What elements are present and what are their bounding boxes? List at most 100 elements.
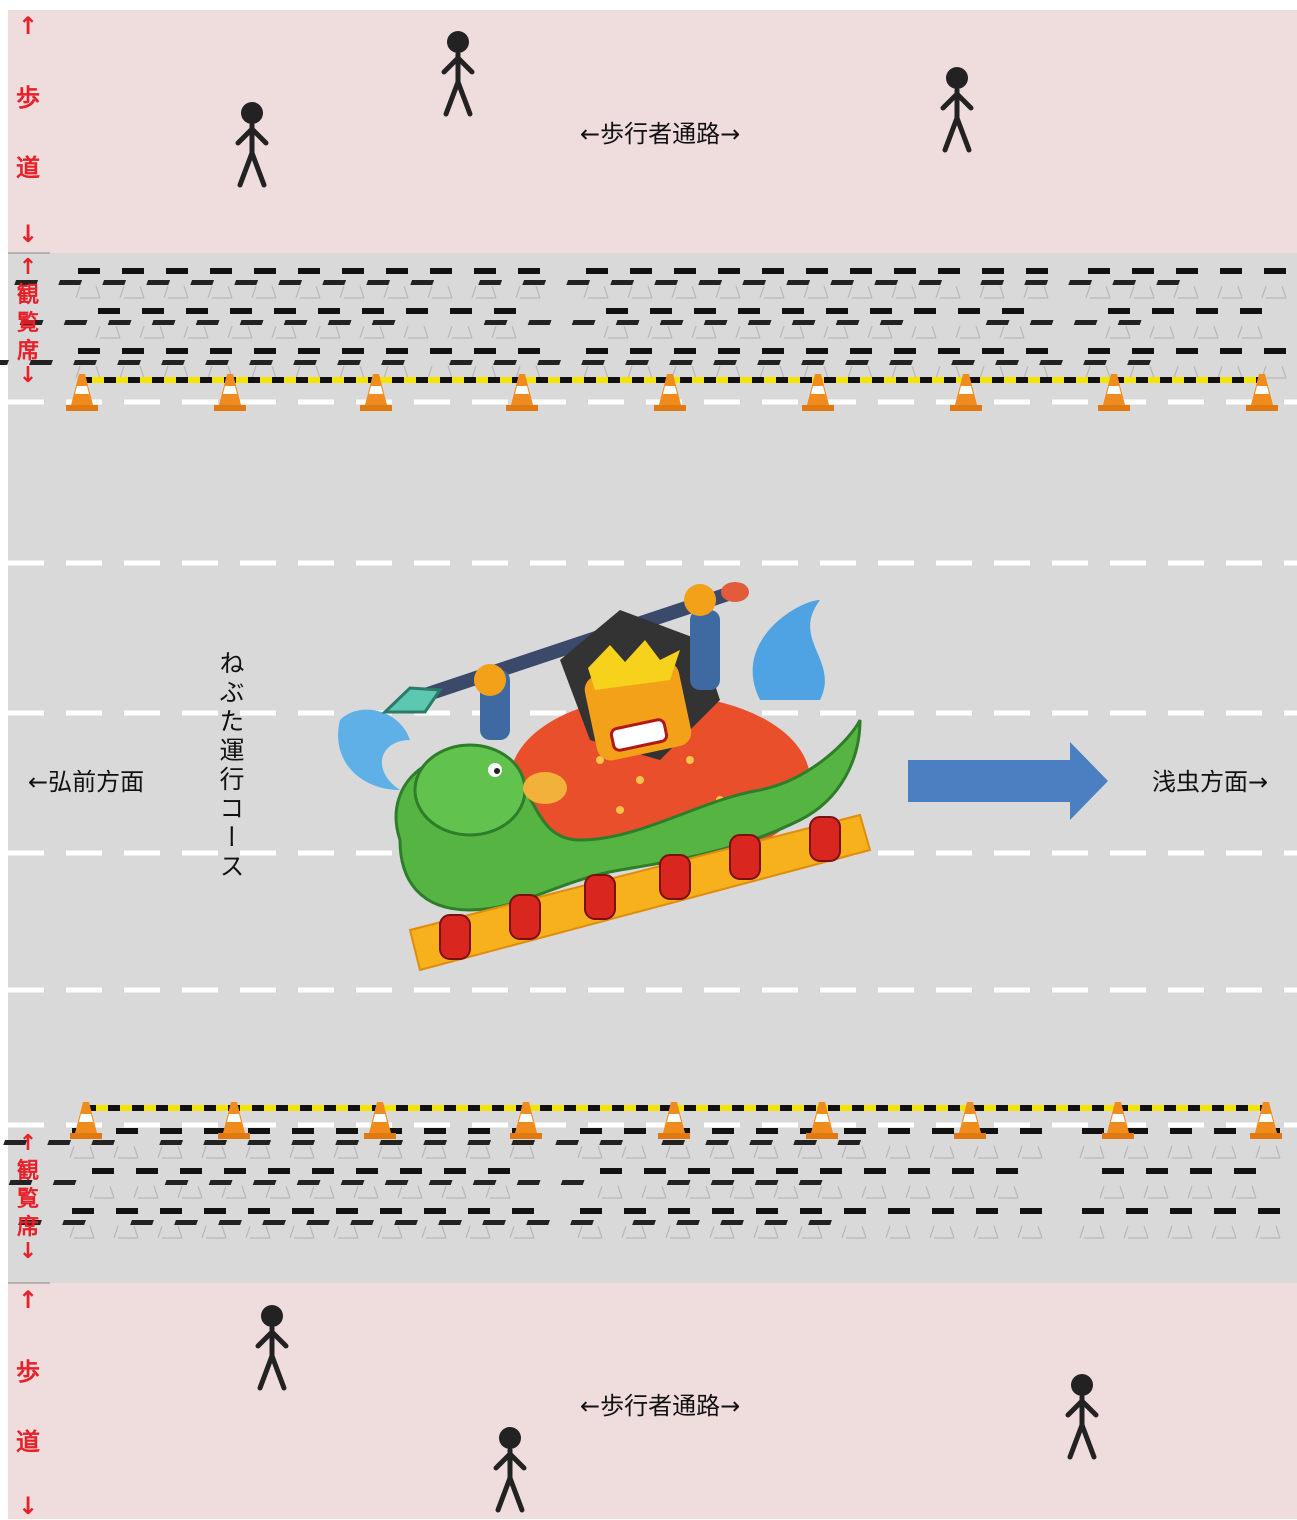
traffic-cone-icon: [70, 1102, 102, 1139]
folding-chair-icon: [283, 308, 429, 339]
folding-chair-icon: [1112, 268, 1243, 299]
folding-chair-icon: [980, 268, 1111, 299]
pedestrian-icon: [255, 1305, 289, 1391]
folding-chair-icon: [1068, 268, 1199, 299]
seating-char-2: 覧: [16, 1187, 39, 1212]
folding-chair-icon: [164, 1168, 623, 1199]
folding-chair-icon: [205, 348, 365, 379]
folding-chair-icon: [340, 1168, 799, 1199]
arrow-down-icon: ↓: [17, 1492, 39, 1520]
folding-chair-icon: [262, 1208, 735, 1239]
sidewalk-char-2: 道: [16, 154, 40, 182]
folding-chair-icon: [14, 268, 145, 299]
folding-chair-icon: [333, 1128, 359, 1159]
folding-chair-icon: [195, 308, 341, 339]
folding-chair-icon: [570, 1208, 1043, 1239]
folding-chair-icon: [749, 1128, 1193, 1159]
arrow-up-icon: ↑: [17, 1286, 39, 1314]
folding-chair-icon: [654, 268, 785, 299]
folding-chair-icon: [63, 308, 209, 339]
folding-chair-icon: [113, 1208, 139, 1239]
arrow-up-icon: ↑: [18, 1131, 38, 1156]
folding-chair-icon: [511, 1128, 955, 1159]
folding-chair-icon: [410, 268, 541, 299]
traffic-cone-icon: [658, 1102, 690, 1139]
folding-chair-icon: [379, 1128, 823, 1159]
folding-chair-icon: [918, 268, 1049, 299]
folding-chair-icon: [394, 1208, 867, 1239]
folding-chair-icon: [371, 308, 517, 339]
traffic-cone-icon: [950, 374, 982, 411]
folding-chair-icon: [265, 1168, 291, 1199]
folding-chair-icon: [151, 308, 297, 339]
folding-chair-icon: [661, 1128, 1105, 1159]
folding-chair-icon: [791, 308, 937, 339]
traffic-cone-icon: [66, 374, 98, 411]
folding-chair-icon: [610, 268, 741, 299]
folding-chair-icon: [428, 1168, 887, 1199]
folding-chair-icon: [879, 308, 1025, 339]
folding-chair-icon: [566, 268, 697, 299]
traffic-cone-icon: [802, 374, 834, 411]
pedestrians: [235, 31, 1099, 1513]
folding-chair-icon: [555, 1128, 999, 1159]
folding-chair-icon: [747, 308, 893, 339]
folding-chair-icon: [366, 268, 497, 299]
folding-chair-icon: [482, 1208, 955, 1239]
folding-chair-icon: [710, 1168, 1169, 1199]
top-seating-area: [0, 268, 1287, 379]
right-arrow-icon: [908, 742, 1108, 820]
folding-chair-icon: [159, 1128, 603, 1159]
folding-chair-icon: [203, 1128, 647, 1159]
traffic-cone-icon: [218, 1102, 250, 1139]
folding-chair-icon: [742, 268, 873, 299]
seating-char-3: 席: [16, 1215, 39, 1240]
folding-chair-icon: [190, 268, 321, 299]
top-sidewalk: [8, 10, 1297, 253]
folding-chair-icon: [793, 1128, 1237, 1159]
folding-chair-icon: [239, 308, 385, 339]
folding-chair-icon: [69, 1208, 95, 1239]
folding-chair-icon: [698, 268, 829, 299]
folding-chair-icon: [157, 1208, 183, 1239]
folding-chair-icon: [8, 1168, 467, 1199]
folding-chair-icon: [245, 1128, 271, 1159]
folding-chair-icon: [669, 348, 829, 379]
bottom-walkway-label: ←歩行者通路→: [580, 1392, 741, 1420]
folding-chair-icon: [560, 1168, 1019, 1199]
folding-chair-icon: [526, 1208, 999, 1239]
folding-chair-icon: [830, 268, 961, 299]
course-vertical-label: ねぶた運行コース: [216, 650, 245, 882]
folding-chair-icon: [335, 1128, 779, 1159]
top-seating-label: ↑ 観 覧 席 ↓: [8, 257, 48, 387]
folding-chair-icon: [421, 1208, 447, 1239]
west-direction-label: ←弘前方面: [28, 768, 145, 796]
folding-chair-icon: [130, 1208, 603, 1239]
folding-chair-icon: [47, 1128, 491, 1159]
folding-chair-icon: [29, 348, 189, 379]
pedestrian-icon: [441, 31, 475, 117]
folding-chair-icon: [483, 308, 629, 339]
traffic-cone-icon: [1098, 374, 1130, 411]
pedestrian-icon: [1065, 1374, 1099, 1460]
folding-chair-icon: [133, 1168, 159, 1199]
folding-chair-icon: [835, 308, 981, 339]
folding-chair-icon: [1024, 268, 1155, 299]
traffic-cone-icon: [214, 374, 246, 411]
folding-chair-icon: [157, 1128, 183, 1159]
folding-chair-icon: [676, 1208, 1149, 1239]
folding-chair-icon: [754, 1168, 1213, 1199]
folding-chair-icon: [3, 1128, 447, 1159]
traffic-cone-icon: [954, 1102, 986, 1139]
traffic-cone-icon: [806, 1102, 838, 1139]
folding-chair-icon: [377, 1128, 403, 1159]
folding-chair-icon: [19, 308, 165, 339]
folding-chair-icon: [666, 1168, 1125, 1199]
folding-chair-icon: [75, 268, 101, 299]
folding-chair-icon: [58, 268, 189, 299]
folding-chair-icon: [522, 268, 653, 299]
folding-chair-icon: [516, 1168, 975, 1199]
traffic-cone-icon: [1246, 374, 1278, 411]
folding-chair-icon: [221, 1168, 247, 1199]
folding-chair-icon: [798, 1168, 1257, 1199]
